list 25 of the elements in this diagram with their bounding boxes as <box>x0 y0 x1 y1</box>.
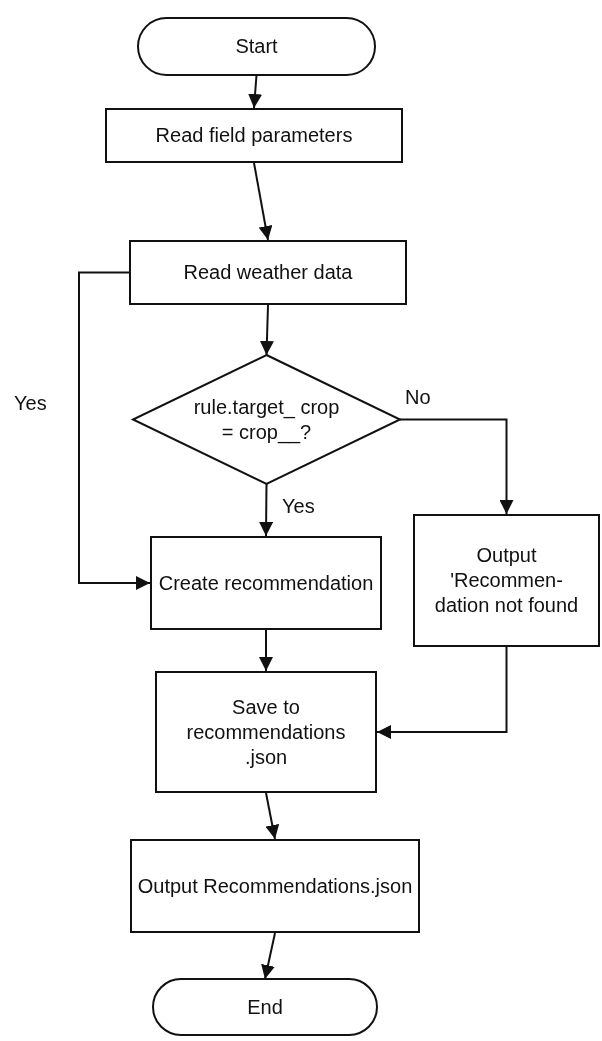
node-label: rule.target_ crop = crop__? <box>192 394 341 445</box>
output-box <box>413 514 600 647</box>
process-box <box>155 671 377 793</box>
node-label: Save to recommendations .json <box>185 694 347 770</box>
node-label: Output 'Recommen- dation not found <box>433 543 580 618</box>
node-label: Create recommendation <box>158 570 374 596</box>
arrow <box>259 304 274 356</box>
arrow <box>253 162 273 241</box>
arrow <box>248 74 263 109</box>
arrow <box>259 483 274 537</box>
process-box <box>129 240 407 305</box>
node-label: Read weather data <box>183 260 353 285</box>
output-box <box>130 839 420 933</box>
arrow <box>261 932 276 980</box>
node-label: Read field parameters <box>155 123 353 148</box>
arrow <box>78 271 151 590</box>
arrow <box>399 418 514 515</box>
arrow <box>259 629 273 672</box>
process-box <box>105 108 403 163</box>
process-box <box>150 536 382 630</box>
arrow <box>376 646 508 739</box>
arrow <box>265 792 280 840</box>
node-label: Output Recommendations.json <box>137 873 413 899</box>
node-label: End <box>247 994 283 1020</box>
node-label: Start <box>235 34 278 59</box>
